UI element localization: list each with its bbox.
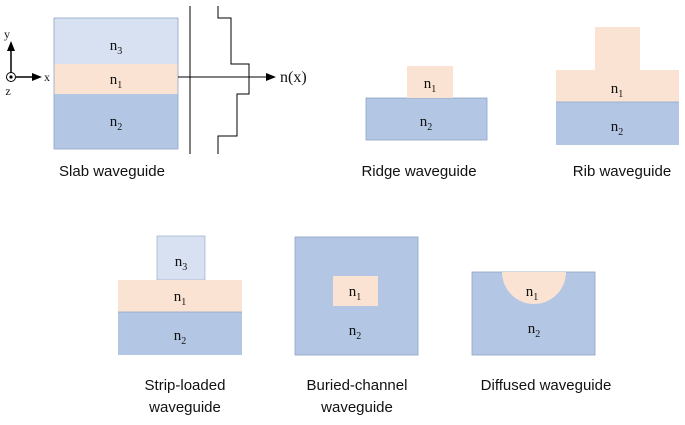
rib-n2-label: n2 [611, 119, 624, 138]
diffused-n2-label: n2 [528, 321, 541, 340]
strip-n1-label: n1 [174, 289, 187, 308]
ridge-n2-label: n2 [420, 114, 433, 133]
rib-n1-label: n1 [611, 81, 624, 100]
slab-caption: Slab waveguide [59, 163, 165, 180]
profile-curve [217, 6, 250, 154]
slab-outline [53, 17, 179, 150]
slab-waveguide: n3 n1 n2 y x z n(x) Slab waveguide [4, 6, 307, 180]
buried-caption-line1: Buried-channel [307, 377, 408, 394]
buried-n1-label: n1 [349, 284, 362, 303]
x-axis-label: x [44, 70, 50, 84]
rib-core [556, 27, 679, 102]
buried-n2-label: n2 [349, 323, 362, 342]
strip-core-n1 [118, 280, 242, 312]
strip-caption-line2: waveguide [148, 399, 221, 416]
ridge-substrate [365, 97, 488, 141]
diffused-core-n1 [502, 272, 566, 304]
slab-layer-n1 [54, 64, 178, 94]
y-axis-label: y [4, 27, 10, 41]
strip-loaded-waveguide: n3 n1 n2 Strip-loaded waveguide [118, 235, 242, 416]
ridge-core [407, 66, 453, 98]
index-profile: n(x) [178, 6, 307, 154]
diffused-waveguide: n1 n2 Diffused waveguide [471, 271, 612, 394]
buried-caption-line2: waveguide [320, 399, 393, 416]
slab-layer-n2 [54, 94, 178, 149]
rib-substrate [556, 102, 679, 145]
profile-axis-label: n(x) [280, 69, 307, 86]
slab-n3-label: n3 [110, 38, 123, 57]
ridge-waveguide: n1 n2 Ridge waveguide [361, 66, 488, 180]
buried-channel-waveguide: n1 n2 Buried-channel waveguide [294, 236, 419, 416]
strip-n3-label: n3 [175, 254, 188, 273]
strip-n2-label: n2 [174, 328, 187, 347]
rib-caption: Rib waveguide [573, 163, 671, 180]
slab-n1-label: n1 [110, 72, 123, 91]
strip-n3 [156, 235, 206, 281]
z-axis-label: z [5, 84, 10, 98]
x-axis-arrowhead [32, 73, 42, 81]
strip-substrate-n2 [118, 312, 242, 355]
slab-n2-label: n2 [110, 114, 123, 133]
slab-layer-n3 [54, 18, 178, 64]
strip-caption-line1: Strip-loaded [145, 377, 226, 394]
buried-core-n1 [333, 276, 378, 306]
profile-axis-arrowhead [266, 73, 276, 81]
slab-axes: y x z [4, 27, 50, 98]
z-axis-dot-icon [9, 75, 13, 79]
y-axis-arrowhead [7, 41, 15, 51]
ridge-n1-label: n1 [424, 76, 437, 95]
diffused-n1-label: n1 [526, 284, 539, 303]
rib-waveguide: n1 n2 Rib waveguide [556, 27, 679, 180]
ridge-caption: Ridge waveguide [361, 163, 476, 180]
diffused-caption: Diffused waveguide [481, 377, 612, 394]
